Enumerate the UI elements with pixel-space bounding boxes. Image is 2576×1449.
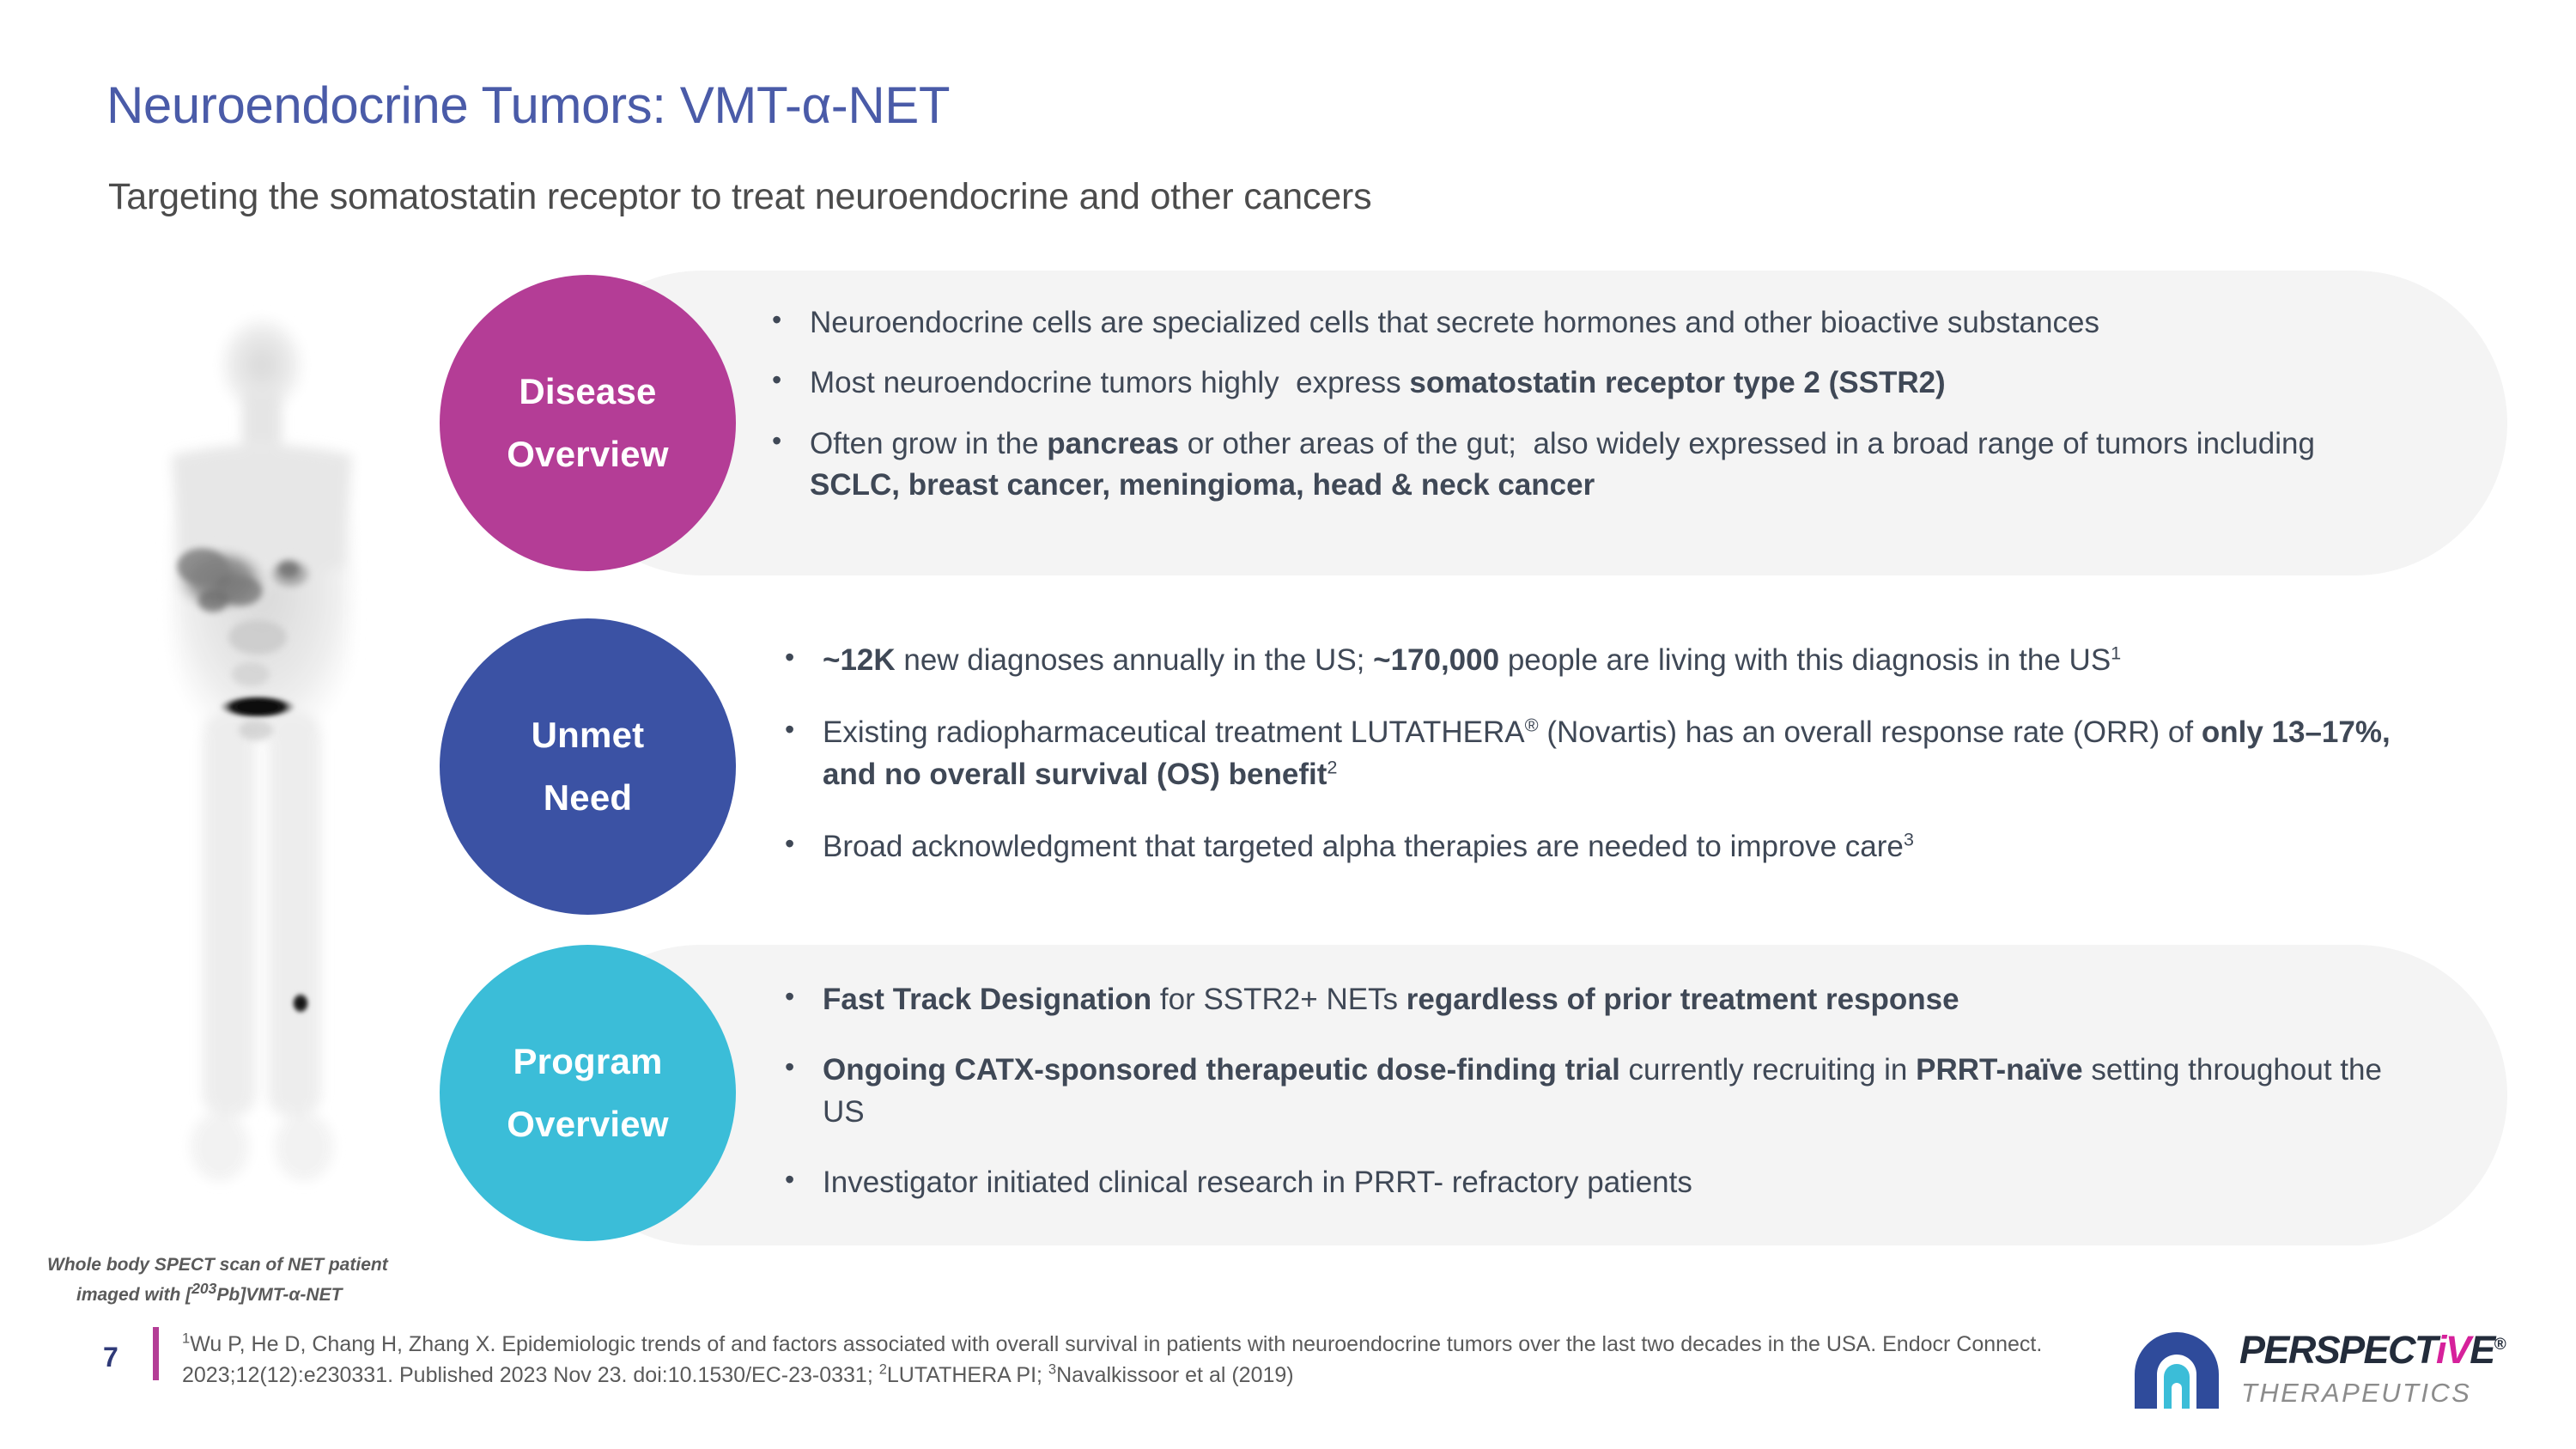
company-logo: PERSPECTiVE® THERAPEUTICS [2129,1319,2542,1421]
list-item: Most neuroendocrine tumors highly expres… [769,361,2374,404]
page-title: Neuroendocrine Tumors: VMT-α-NET [106,76,951,134]
badge-label-line1: Unmet [531,715,645,756]
list-item: Investigator initiated clinical research… [781,1160,2396,1203]
list-item: Fast Track Designation for SSTR2+ NETs r… [781,977,2396,1020]
list-item: Broad acknowledgment that targeted alpha… [781,825,2396,868]
badge-unmet-need[interactable]: Unmet Need [440,618,736,915]
list-item: Often grow in the pancreas or other area… [769,422,2374,507]
list-item: Ongoing CATX-sponsored therapeutic dose-… [781,1048,2396,1133]
spect-scan-image [120,283,404,1237]
badge-label-line1: Disease [519,371,657,412]
slide-number: 7 [103,1342,118,1373]
list-item: ~12K new diagnoses annually in the US; ~… [781,638,2396,681]
bullet-list-unmet-need: ~12K new diagnoses annually in the US; ~… [781,638,2396,898]
bullet-list-program-overview: Fast Track Designation for SSTR2+ NETs r… [781,977,2396,1233]
footer-divider [153,1327,159,1380]
badge-disease-overview[interactable]: Disease Overview [440,275,736,571]
bullet-list-disease-overview: Neuroendocrine cells are specialized cel… [769,301,2374,525]
badge-label-line2: Need [543,776,633,818]
badge-program-overview[interactable]: Program Overview [440,945,736,1241]
page-subtitle: Targeting the somatostatin receptor to t… [108,176,1372,217]
scan-caption-line1: Whole body SPECT scan of NET patient [47,1255,388,1275]
badge-label-line2: Overview [507,433,669,474]
list-item: Neuroendocrine cells are specialized cel… [769,301,2374,344]
badge-label-line1: Program [513,1041,663,1082]
scan-caption-line2: imaged with [203Pb]VMT-α-NET [76,1280,343,1306]
perspective-mark-icon [2135,1332,2219,1409]
list-item: Existing radiopharmaceutical treatment L… [781,710,2396,795]
logo-wordmark: PERSPECTiVE® [2239,1328,2506,1372]
footer-references: 1Wu P, He D, Chang H, Zhang X. Epidemiol… [182,1330,2043,1387]
logo-tagline: THERAPEUTICS [2241,1378,2472,1408]
scan-caption: Whole body SPECT scan of NET patient ima… [47,1252,442,1309]
badge-label-line2: Overview [507,1103,669,1144]
